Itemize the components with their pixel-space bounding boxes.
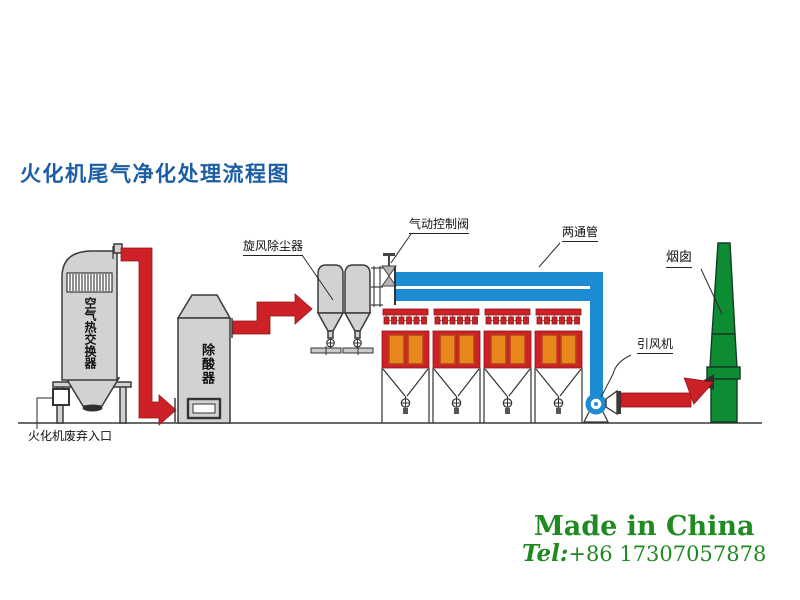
pneumatic-control-valve-label: 气动控制阀 xyxy=(409,217,470,234)
watermark-tel: Tel:+86 17307057878 xyxy=(522,541,766,567)
cyclone-label: 旋风除尘器 xyxy=(243,239,304,256)
cyclone-dust-collector xyxy=(310,264,383,355)
fan-leader-line xyxy=(600,354,632,398)
deacidifier xyxy=(174,294,233,424)
watermark-tel-number: +86 17307057878 xyxy=(568,542,767,567)
deacidifier-label: 除酸器 xyxy=(199,343,214,385)
cyclone-leader-line xyxy=(301,254,334,301)
air-heat-exchanger-label: 空气热交换器 xyxy=(83,297,97,369)
two-way-pipe xyxy=(394,267,603,404)
watermark: Made in China Tel:+86 17307057878 xyxy=(522,511,766,568)
chimney-leader-line xyxy=(700,268,723,315)
baghouse-module xyxy=(432,308,481,424)
baghouse-module xyxy=(534,308,583,424)
two-way-pipe-leader-line xyxy=(538,242,561,268)
baghouse-filter xyxy=(381,308,583,424)
page-title: 火化机尾气净化处理流程图 xyxy=(20,162,290,186)
watermark-made-in-china: Made in China xyxy=(533,511,755,542)
watermark-tel-prefix: Tel: xyxy=(522,540,569,568)
baghouse-module xyxy=(483,308,532,424)
cremator-inlet-label: 火化机废弃入口 xyxy=(28,429,113,443)
red-pipe-deacidifier-to-cyclone xyxy=(232,293,313,335)
valve-leader-line xyxy=(390,233,412,264)
red-pipe-exchanger-to-deacidifier xyxy=(120,247,177,426)
pneumatic-control-valve xyxy=(381,253,397,287)
two-way-pipe-label: 两通管 xyxy=(562,225,599,242)
cremator-inlet-line xyxy=(36,397,53,429)
baghouse-module xyxy=(381,308,430,424)
red-pipe-fan-to-chimney xyxy=(620,377,715,408)
induced-draft-fan-label: 引风机 xyxy=(637,337,674,354)
chimney-label: 烟囱 xyxy=(666,250,693,268)
induced-draft-fan xyxy=(583,389,621,423)
chimney xyxy=(704,242,741,423)
